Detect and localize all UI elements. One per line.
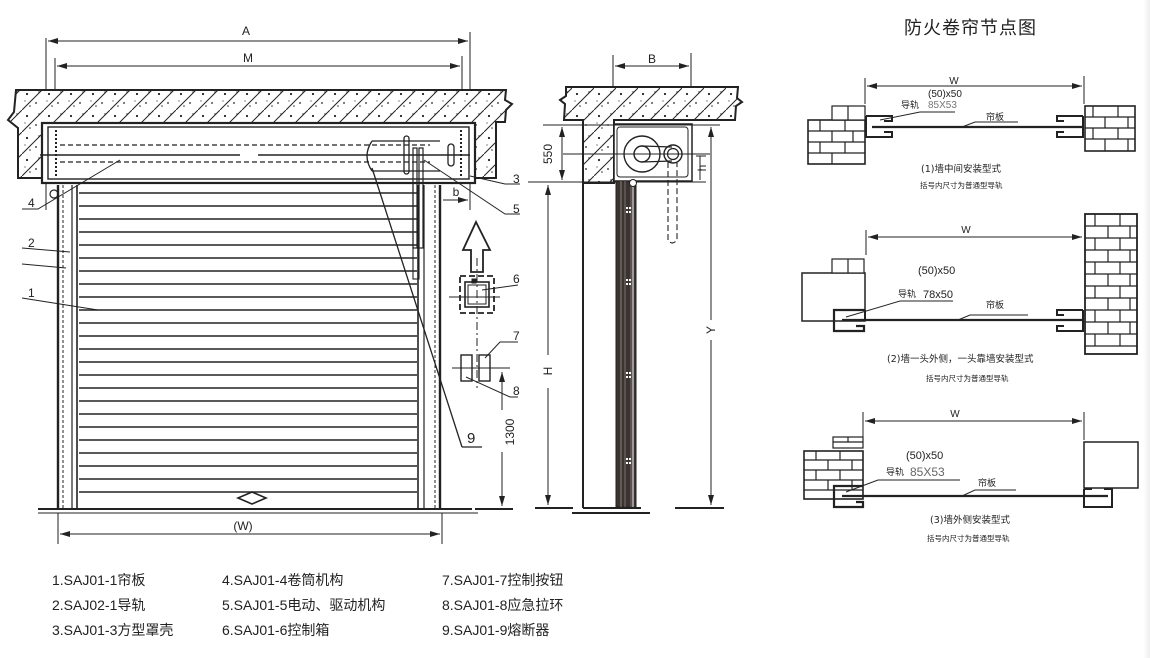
dim-label-side-b: B [648, 52, 656, 66]
detail-1-note: 括号内尺寸为普通型导轨 [920, 180, 1003, 190]
detail-1-curtain-label: 帘板 [986, 111, 1004, 123]
dim-label-y: Y [704, 326, 718, 334]
callout-6: 6 [513, 272, 520, 286]
callout-5: 5 [513, 202, 520, 216]
parts-legend: 1.SAJ01-1帘板 4.SAJ01-4卷筒机构 7.SAJ01-7控制按钮 … [52, 570, 612, 640]
detail-1-rail-size: 85X53 [928, 100, 957, 111]
detail-2-rail-label: 导轨 [898, 288, 916, 300]
dim-label-m: M [243, 51, 253, 65]
guide-rail-right [417, 185, 442, 508]
bottom-handle [235, 491, 269, 505]
detail-1-dim-w: W [949, 76, 959, 87]
side-section [528, 53, 744, 514]
detail-1-std-rail-size: (50)x50 [928, 89, 962, 100]
detail-2-one-side-outside [801, 213, 1138, 355]
brick-wall-left [807, 105, 866, 165]
dimension-w [57, 513, 443, 544]
motor-unit [366, 140, 440, 172]
callout-4: 4 [28, 196, 35, 210]
guide-rail-left [49, 185, 78, 508]
curtain-slats [79, 192, 417, 493]
detail-3-rail-size: 85X53 [910, 465, 945, 479]
legend-item-1: 1.SAJ01-1帘板 [52, 572, 146, 588]
detail-3-caption: (3)墙外侧安装型式 [930, 514, 1010, 526]
arrow-up-icon [461, 219, 492, 273]
dim-label-h: H [541, 367, 555, 376]
detail-1-middle-wall [807, 76, 1136, 165]
detail-2-rail-size: 78x50 [923, 289, 953, 301]
wall-block-right-3 [1083, 441, 1139, 489]
legend-item-2: 2.SAJ02-1导轨 [52, 597, 146, 613]
callout-7: 7 [513, 329, 520, 343]
detail-1-caption: (1)墙中间安装型式 [921, 163, 1001, 175]
legend-item-7: 7.SAJ01-7控制按钮 [442, 572, 564, 588]
dim-label-h-small: h [695, 165, 709, 172]
legend-item-6: 6.SAJ01-6控制箱 [222, 622, 330, 638]
page-edge-shadow [1143, 0, 1150, 658]
detail-2-std-rail-size: (50)x50 [918, 265, 955, 277]
callout-9: 9 [467, 430, 475, 447]
legend-item-9: 9.SAJ01-9熔断器 [442, 622, 550, 638]
legend-item-4: 4.SAJ01-4卷筒机构 [222, 572, 344, 588]
detail-2-dim-w: W [961, 225, 971, 236]
detail-3-dim-w: W [950, 409, 960, 420]
detail-3-outside-wall [803, 412, 1139, 509]
detail-1-rail-label: 导轨 [901, 99, 919, 111]
dim-label-a: A [242, 24, 250, 38]
legend-item-5: 5.SAJ01-5电动、驱动机构 [222, 597, 386, 613]
detail-3-rail-label: 导轨 [886, 466, 904, 478]
detail-2-caption: (2)墙一头外侧，一头靠墙安装型式 [887, 353, 1034, 365]
detail-3-curtain-label: 帘板 [978, 477, 996, 489]
front-elevation [6, 32, 520, 544]
square-housing [40, 121, 477, 185]
legend-item-8: 8.SAJ01-8应急拉环 [442, 597, 564, 613]
detail-3-note: 括号内尺寸为普通型导轨 [927, 533, 1010, 543]
dim-label-550: 550 [541, 144, 555, 164]
callout-3: 3 [513, 172, 520, 186]
brick-wall-right-tall [1084, 213, 1138, 355]
callout-2: 2 [28, 236, 35, 250]
callout-8: 8 [513, 384, 520, 398]
detail-3-std-rail-size: (50)x50 [906, 450, 943, 462]
legend-item-3: 3.SAJ01-3方型罩壳 [52, 622, 174, 638]
detail-2-note: 括号内尺寸为普通型导轨 [926, 373, 1009, 383]
side-housing [613, 123, 693, 182]
brick-wall-right [1084, 105, 1136, 152]
dim-label-1300: 1300 [503, 418, 517, 445]
detail-2-curtain-label: 帘板 [986, 299, 1004, 311]
brick-wall-left-3 [803, 436, 864, 500]
diagram-title: 防火卷帘节点图 [904, 18, 1037, 39]
callout-1: 1 [28, 286, 35, 300]
concrete-slab [558, 86, 744, 184]
dim-label-b: b [453, 185, 460, 199]
dim-label-w: (W) [233, 519, 252, 533]
